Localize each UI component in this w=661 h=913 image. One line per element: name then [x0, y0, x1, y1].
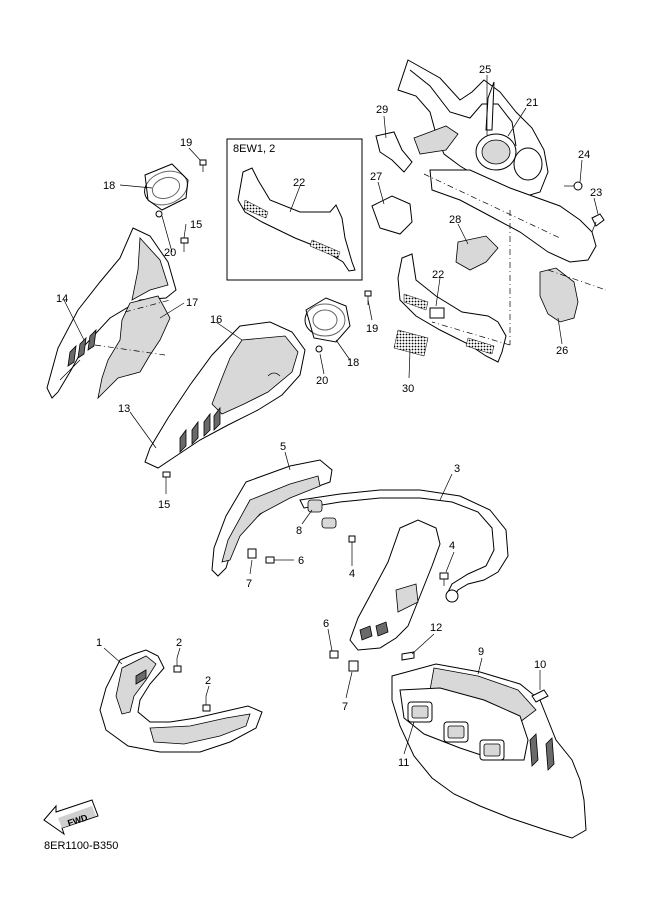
callout-16: 16 — [210, 314, 222, 326]
callout-9: 9 — [478, 646, 484, 658]
side-cover-13-16 — [144, 321, 306, 469]
bracket-29 — [375, 125, 459, 173]
cover-5-right — [349, 519, 441, 651]
bolt-19-left — [199, 159, 207, 172]
callout-13: 13 — [118, 403, 130, 415]
callout-17: 17 — [186, 297, 198, 309]
inset-box: 8EW1, 2 — [226, 138, 363, 281]
callout-19-left: 19 — [180, 137, 192, 149]
inset-label: 8EW1, 2 — [233, 143, 275, 155]
callout-24: 24 — [578, 149, 590, 161]
bolt-6-lower — [329, 650, 339, 659]
piece-28 — [455, 235, 499, 271]
callout-7-lower: 7 — [342, 701, 348, 713]
callout-19-right: 19 — [366, 323, 378, 335]
screw-15-lower — [162, 471, 171, 486]
screw-23 — [591, 213, 605, 233]
callout-22-inset: 22 — [293, 177, 305, 189]
callout-20-right: 20 — [316, 375, 328, 387]
screw-12 — [401, 651, 415, 661]
screw-15-upper — [180, 237, 189, 252]
callout-22-right: 22 — [432, 269, 444, 281]
callout-26: 26 — [556, 345, 568, 357]
bolt-4-right — [439, 572, 449, 586]
callout-4-center: 4 — [349, 568, 355, 580]
screw-2-lower — [202, 696, 211, 712]
bolt-19-right — [364, 290, 372, 305]
callout-4-right: 4 — [449, 540, 455, 552]
grille-22-lower — [397, 253, 507, 363]
nut-7-lower — [348, 660, 359, 672]
bushing-8 — [307, 499, 337, 529]
diagram-code: 8ER1100-B350 — [44, 840, 118, 852]
frame-21-lower — [423, 169, 597, 263]
screw-10 — [531, 689, 549, 703]
panel-26 — [539, 267, 607, 323]
fwd-arrow-icon: FWD — [43, 799, 99, 836]
callout-14: 14 — [56, 293, 68, 305]
light-ring-18-left — [144, 163, 189, 218]
callout-27: 27 — [370, 171, 382, 183]
bolt-24 — [564, 181, 583, 191]
left-side-cover-14 — [46, 227, 177, 399]
bracket-27 — [371, 195, 413, 235]
callout-3: 3 — [454, 463, 460, 475]
callout-18-left: 18 — [103, 180, 115, 192]
lower-panel-9-11 — [391, 663, 587, 839]
callout-30: 30 — [402, 383, 414, 395]
callout-7-left: 7 — [246, 578, 252, 590]
callout-20-left: 20 — [164, 247, 176, 259]
light-ring-18-right — [304, 297, 351, 353]
visor-1 — [99, 649, 263, 753]
callout-8: 8 — [296, 525, 302, 537]
callout-6-lower: 6 — [323, 618, 329, 630]
callout-11: 11 — [398, 757, 409, 769]
inset-grille-22 — [237, 167, 356, 272]
callout-23: 23 — [590, 187, 602, 199]
callout-10: 10 — [534, 659, 546, 671]
bracket-5 — [211, 459, 333, 577]
callout-2-upper: 2 — [176, 637, 182, 649]
callout-15-upper: 15 — [190, 219, 202, 231]
inner-panel-21-25 — [397, 59, 549, 199]
callout-1: 1 — [96, 637, 102, 649]
callout-21: 21 — [526, 97, 538, 109]
callouts: 25 21 29 24 23 27 28 22 30 26 22 19 18 1… — [56, 64, 602, 769]
bolt-6-left — [265, 556, 282, 564]
nut-7-left — [247, 548, 257, 559]
cover-17 — [94, 295, 171, 400]
callout-25: 25 — [479, 64, 491, 76]
callout-6-left: 6 — [298, 555, 304, 567]
leader-lines — [63, 75, 599, 755]
callout-18-right: 18 — [347, 357, 359, 369]
callout-12: 12 — [430, 622, 442, 634]
callout-2-lower: 2 — [205, 675, 211, 687]
callout-15-lower: 15 — [158, 499, 170, 511]
callout-5: 5 — [280, 441, 286, 453]
screw-2-upper — [173, 658, 182, 673]
bolt-4-center — [348, 535, 356, 552]
reflector-30 — [393, 329, 429, 357]
callout-28: 28 — [449, 214, 461, 226]
callout-29: 29 — [376, 104, 388, 116]
